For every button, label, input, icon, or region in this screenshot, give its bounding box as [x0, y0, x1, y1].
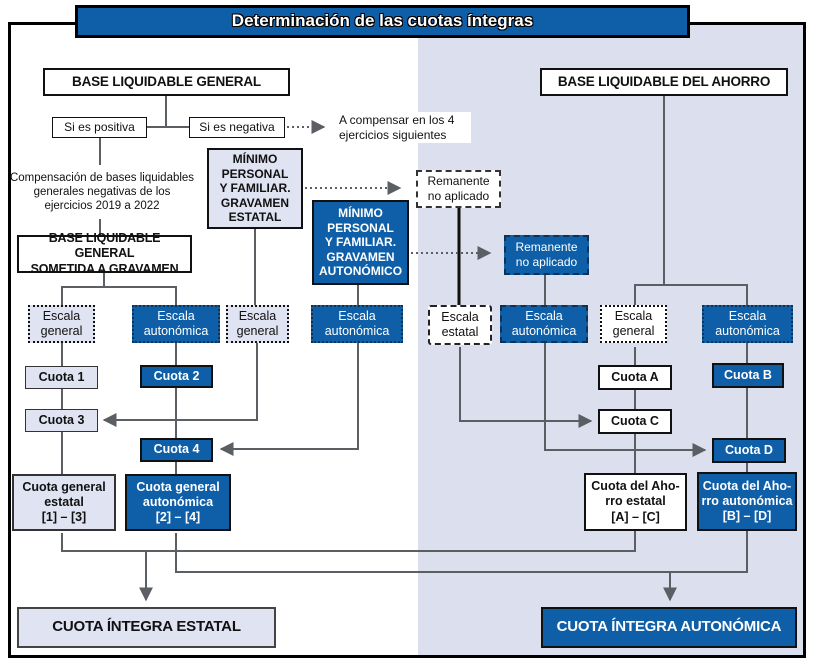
escala-general-right-box: Escala general: [600, 305, 667, 343]
escala-autonomica-left-2-box: Escala autonómica: [311, 305, 403, 343]
escala-general-left-1-box: Escala general: [28, 305, 95, 343]
cuota-ahorro-estatal-box: Cuota del Aho- rro estatal [A] – [C]: [584, 473, 687, 531]
cuota-integra-estatal-box: CUOTA ÍNTEGRA ESTATAL: [17, 607, 276, 648]
escala-autonomica-right-1-box: Escala autonómica: [500, 305, 588, 343]
cuota-integra-autonomica-box: CUOTA ÍNTEGRA AUTONÓMICA: [541, 607, 797, 648]
diagram-title: Determinación de las cuotas íntegras: [75, 5, 690, 38]
cuota-4-box: Cuota 4: [140, 438, 213, 462]
cuota-b-box: Cuota B: [712, 363, 784, 388]
escala-estatal-box: Escala estatal: [428, 305, 492, 345]
si-es-negativa-box: Si es negativa: [189, 117, 285, 138]
compensacion-note: Compensación de bases liquidables genera…: [9, 171, 195, 212]
cuota-general-autonomica-box: Cuota general autonómica [2] – [4]: [125, 474, 231, 531]
cuota-2-box: Cuota 2: [140, 365, 213, 388]
escala-autonomica-right-2-box: Escala autonómica: [702, 305, 793, 343]
remanente-no-aplicado-estatal-box: Remanente no aplicado: [416, 170, 501, 208]
escala-autonomica-left-1-box: Escala autonómica: [132, 305, 220, 343]
a-compensar-note: A compensar en los 4 ejercicios siguient…: [339, 112, 471, 143]
base-liquidable-general-box: BASE LIQUIDABLE GENERAL: [43, 68, 290, 96]
minimo-gravamen-autonomico-box: MÍNIMO PERSONAL Y FAMILIAR. GRAVAMEN AUT…: [312, 200, 409, 285]
cuota-c-box: Cuota C: [598, 409, 672, 434]
si-es-positiva-box: Si es positiva: [52, 117, 147, 138]
base-liquidable-ahorro-box: BASE LIQUIDABLE DEL AHORRO: [540, 68, 788, 96]
cuota-a-box: Cuota A: [598, 365, 672, 390]
cuota-general-estatal-box: Cuota general estatal [1] – [3]: [12, 474, 116, 531]
minimo-gravamen-estatal-box: MÍNIMO PERSONAL Y FAMILIAR. GRAVAMEN EST…: [207, 148, 303, 229]
escala-general-left-2-box: Escala general: [226, 305, 289, 343]
cuota-d-box: Cuota D: [712, 438, 786, 463]
cuota-3-box: Cuota 3: [25, 409, 98, 432]
base-sometida-gravamen-box: BASE LIQUIDABLE GENERAL SOMETIDA A GRAVA…: [17, 231, 192, 276]
remanente-no-aplicado-autonomico-box: Remanente no aplicado: [504, 235, 589, 275]
cuota-ahorro-autonomica-box: Cuota del Aho- rro autonómica [B] – [D]: [697, 472, 797, 531]
cuota-1-box: Cuota 1: [25, 366, 98, 389]
